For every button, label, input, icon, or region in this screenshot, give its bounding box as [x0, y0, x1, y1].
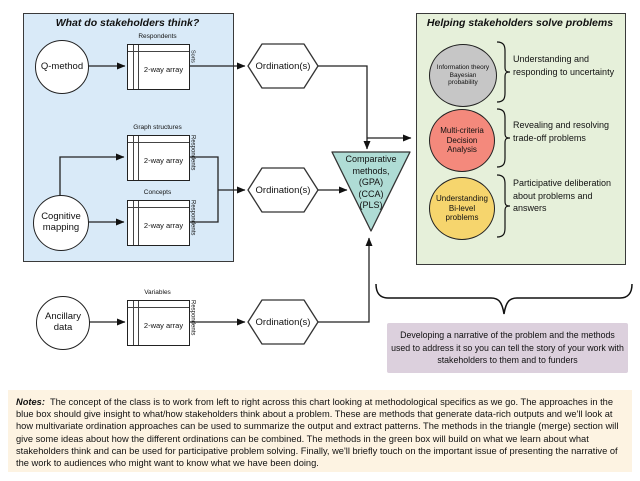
array-side-label: Sorts	[189, 50, 196, 63]
array-top-label: Variables	[144, 289, 171, 296]
triangle-line: (GPA)	[358, 177, 384, 187]
item-description: Understanding and responding to uncertai…	[513, 54, 615, 77]
item-description: Revealing and resolving trade-off proble…	[513, 120, 610, 143]
q-method-label: Q-method	[40, 60, 84, 72]
ordination-label: Ordination(s)	[255, 316, 311, 328]
array-side-label: Respondents	[189, 135, 196, 171]
notes-label: Notes:	[16, 397, 45, 407]
array-top-label: Concepts	[143, 189, 172, 196]
triangle-line: methods,	[352, 165, 390, 176]
brace-icon	[496, 108, 511, 168]
triangle-line: (CCA)	[358, 188, 384, 199]
information-theory-circle: Information theory Bayesian probability	[429, 44, 497, 107]
triangle-line: Comparative	[345, 154, 397, 164]
ancillary-data-node: Ancillary data	[36, 296, 90, 350]
array-cell-label: 2-way array	[143, 156, 184, 165]
cognitive-mapping-node: Cognitive mapping	[33, 195, 89, 251]
array-cell-label: 2-way array	[143, 65, 184, 74]
ancillary-data-label: Ancillary data	[45, 311, 81, 333]
ordination-label: Ordination(s)	[255, 184, 311, 196]
cognitive-mapping-label: Cognitive mapping	[41, 211, 81, 233]
array-top-label: Graph structures	[133, 124, 182, 131]
two-way-array: 2-way array	[127, 135, 190, 181]
notes-body: The concept of the class is to work from…	[16, 397, 619, 469]
information-theory-label: Information theory Bayesian probability	[436, 64, 490, 87]
item-description: Participative deliberation about problem…	[513, 178, 612, 213]
narrative-box: Developing a narrative of the problem an…	[387, 323, 628, 373]
mcda-label: Multi-criteria Decision Analysis	[440, 126, 484, 155]
bilevel-label: Understanding Bi-level problems	[435, 194, 489, 223]
bilevel-circle: Understanding Bi-level problems	[429, 177, 495, 240]
ordination-label: Ordination(s)	[255, 60, 311, 72]
two-way-array: 2-way array	[127, 44, 190, 90]
brace-icon	[496, 174, 511, 238]
array-side-label: Respondents	[189, 200, 196, 236]
two-way-array: 2-way array	[127, 200, 190, 246]
array-top-label: Respondents	[138, 33, 177, 40]
array-cell-label: 2-way array	[143, 221, 184, 230]
mcda-circle: Multi-criteria Decision Analysis	[429, 109, 495, 172]
big-brace-icon	[375, 283, 633, 315]
blue-panel-title: What do stakeholders think?	[55, 17, 200, 29]
array-side-label: Respondents	[189, 300, 196, 336]
notes-panel: Notes: The concept of the class is to wo…	[8, 390, 632, 472]
narrative-text: Developing a narrative of the problem an…	[391, 330, 624, 365]
comparative-methods-triangle	[331, 151, 411, 232]
connector-cogmap-to-graph-array	[59, 153, 125, 196]
connector-ordination1-to-triangle	[318, 65, 371, 150]
q-method-node: Q-method	[35, 40, 89, 94]
two-way-array: 2-way array	[127, 300, 190, 346]
array-cell-label: 2-way array	[143, 321, 184, 330]
brace-icon	[496, 41, 511, 103]
triangle-line: (PLS)	[359, 200, 383, 210]
green-panel-title: Helping stakeholders solve problems	[426, 17, 614, 29]
triangle-text: Comparative methods, (GPA) (CCA) (PLS)	[331, 154, 411, 212]
connector-ordination3-to-triangle	[318, 237, 373, 323]
